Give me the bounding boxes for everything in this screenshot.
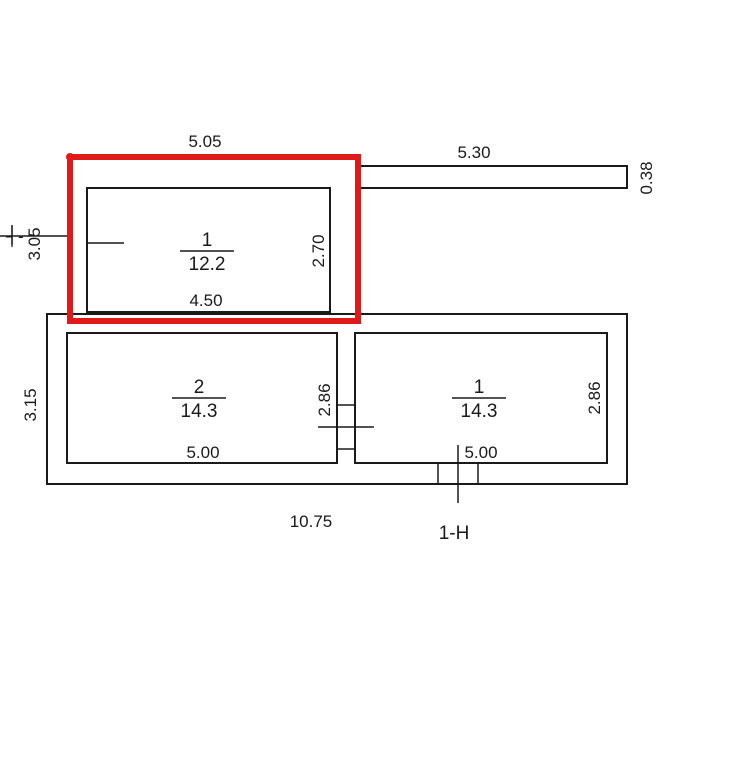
room-c-area: 14.3 (461, 401, 498, 422)
dim-room-b-width: 5.00 (186, 443, 219, 462)
dim-top-left-width: 5.05 (188, 132, 221, 151)
lower-block-outline (46, 313, 628, 485)
top-strip (358, 165, 628, 189)
dim-room-a-height: 2.70 (309, 234, 328, 267)
highlight-frame (67, 154, 361, 324)
room-b (66, 332, 338, 464)
room-b-number: 2 (194, 377, 205, 398)
dim-room-a-width: 4.50 (189, 291, 222, 310)
highlight-corner-dot (66, 153, 74, 161)
dim-top-right-width: 5.30 (457, 143, 490, 162)
room-c (354, 332, 608, 464)
dim-lower-height: 3.15 (21, 388, 40, 421)
dim-room-c-width: 5.00 (464, 443, 497, 462)
door-jamb-middle (336, 404, 356, 450)
dim-total-width: 10.75 (290, 512, 333, 531)
dim-top-strip-height: 0.38 (637, 161, 656, 194)
room-b-area: 14.3 (181, 401, 218, 422)
dim-room-b-height: 2.86 (315, 383, 334, 416)
room-c-number: 1 (474, 377, 485, 398)
side-marker-label: ┤- (6, 226, 24, 248)
section-mark-label: 1-H (439, 523, 470, 544)
room-a-number: 1 (202, 230, 213, 251)
dim-room-c-height: 2.86 (585, 381, 604, 414)
room-a-area: 12.2 (189, 254, 226, 275)
door-jamb-bottom (437, 462, 479, 485)
dim-top-left-height: 3.05 (25, 227, 44, 260)
